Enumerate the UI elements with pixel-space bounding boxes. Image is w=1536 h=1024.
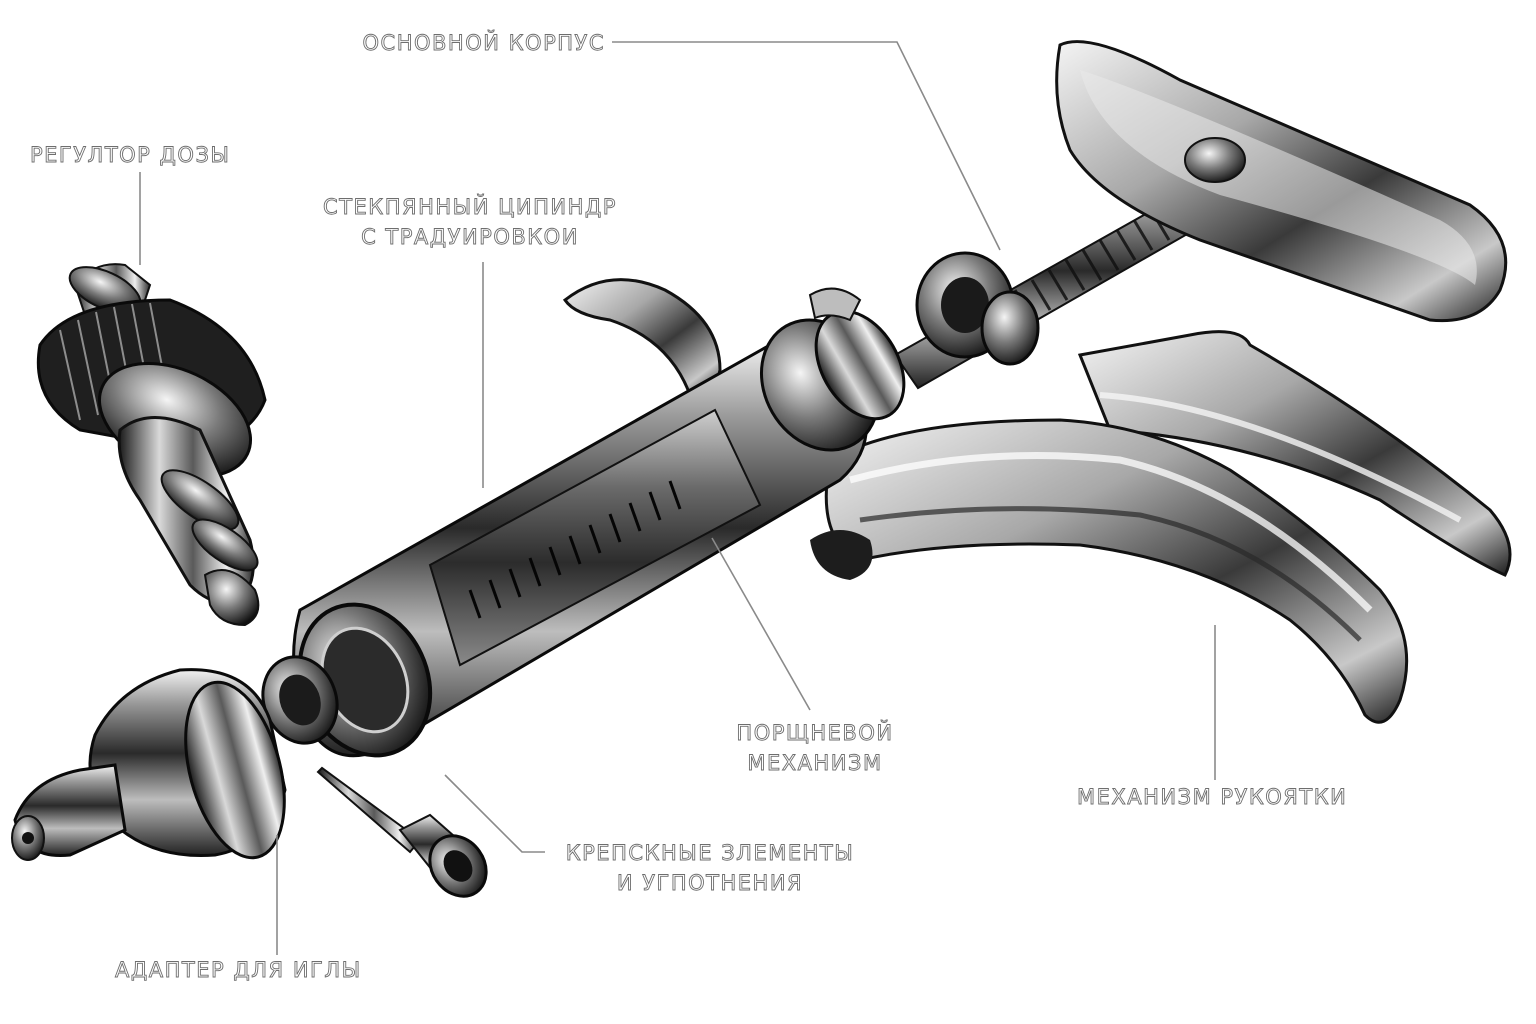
label-fasteners-seals: КРЕПСКНЫЕ ЗЛЕМЕНТЫ И УГПОТНЕНИЯ [565,841,855,896]
handle-trigger [1077,330,1512,577]
label-piston-mechanism: ПОРЩНЕВОЙ МЕХАНИЗМ [736,721,894,776]
leader-lines [139,41,1216,955]
front-gasket [261,655,339,745]
needle-adapter-part [11,668,287,861]
dose-regulator-part [36,263,267,627]
label-needle-adapter: АДАПТЕР ДЛЯ ИГЛЫ [115,958,362,983]
main-grip [810,418,1409,724]
label-glass-cylinder: СТЕКПЯННЫЙ ЦИПИНДР С ТРАДУИРОВКОИ [323,195,617,250]
rod-rings [915,251,1040,366]
syringe-gun [261,40,1512,758]
leader-fasteners-seals [444,774,545,853]
label-dose-regulator: РЕГУЛТОР ДОЗЫ [30,143,231,168]
graduation-marks [468,480,682,619]
leader-main-body [612,41,1001,251]
needle-part [316,766,488,898]
finger-hook [562,278,722,397]
thumb-plate [1055,40,1508,323]
leader-piston-mechanism [711,537,811,711]
label-handle-mechanism: МЕХАНИЗМ РУКОЯТКИ [1077,785,1348,810]
label-main-body: ОСНОВНОЙ КОРПУС [362,31,605,56]
